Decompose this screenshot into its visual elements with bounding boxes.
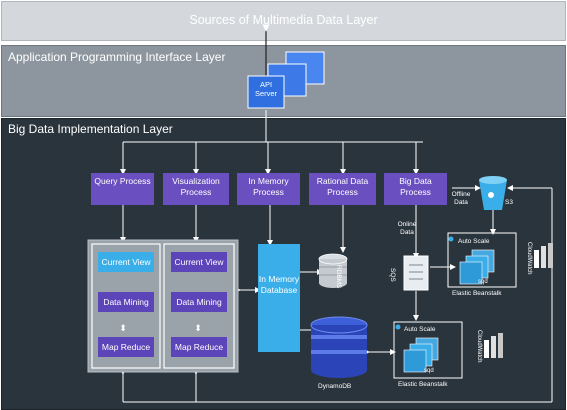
sqs-icon	[403, 255, 429, 291]
svg-text:⬍: ⬍	[194, 323, 202, 333]
big-data-process: Big Data Process	[384, 173, 447, 205]
sources-layer-title: Sources of Multimedia Data Layer	[189, 13, 378, 27]
column-right-frame	[163, 243, 235, 369]
data-mining-right: Data Mining	[171, 292, 227, 312]
map-reduce-left: Map Reduce	[98, 337, 154, 357]
s3-label: S3	[505, 199, 513, 206]
api-layer-title: Application Programming Interface Layer	[8, 50, 226, 64]
online-data-label: Online Data	[397, 221, 417, 236]
map-reduce-right: Map Reduce	[171, 337, 227, 357]
svg-text:⬍: ⬍	[119, 323, 127, 333]
auto-scale-top-label: Auto Scale	[458, 238, 490, 245]
in-memory-database-label: In Memory Database	[258, 274, 300, 295]
current-view-right: Current View	[171, 252, 227, 272]
data-mining-left: Data Mining	[98, 292, 154, 312]
beanstalk-bottom-frame	[393, 321, 463, 379]
in-memory-process: In Memory Process	[237, 173, 300, 205]
rdbms-icon	[318, 253, 348, 288]
dynamodb-icon	[310, 316, 368, 378]
s3-icon	[479, 176, 507, 210]
sqd-bottom-label: sqd	[424, 368, 434, 374]
offline-data-label: Offline Data	[451, 191, 471, 206]
current-view-left: Current View	[98, 252, 154, 272]
column-left-frame	[91, 243, 161, 369]
cloudwatch-bottom-label: CloudWatch	[476, 330, 482, 363]
api-server-box	[247, 75, 285, 109]
sources-layer: Sources of Multimedia Data Layer	[1, 1, 566, 41]
auto-scale-bottom-label: Auto Scale	[404, 326, 436, 333]
query-process: Query Process	[91, 173, 154, 205]
sqs-label: SQS	[389, 268, 396, 282]
api-server-label: API Server	[254, 80, 278, 98]
cloudwatch-bottom-icon	[484, 333, 503, 358]
rdbms-label: RDBMS	[335, 265, 342, 289]
beanstalk-top-frame	[447, 232, 517, 288]
sqd-top-label: sqd	[478, 279, 488, 285]
elastic-beanstalk-bottom-label: Elastic Beanstalk	[398, 381, 448, 388]
in-memory-database: In Memory Database	[258, 244, 300, 352]
elastic-beanstalk-top-label: Elastic Beanstalk	[452, 290, 502, 297]
cloudwatch-top-icon	[534, 243, 553, 268]
big-data-layer-title: Big Data Implementation Layer	[8, 122, 173, 136]
dynamodb-label: DynamoDB	[318, 383, 352, 390]
rational-data-process: Rational Data Process	[309, 173, 376, 205]
visualization-process: Visualization Process	[163, 173, 229, 205]
cloudwatch-top-label: CloudWatch	[526, 242, 532, 275]
